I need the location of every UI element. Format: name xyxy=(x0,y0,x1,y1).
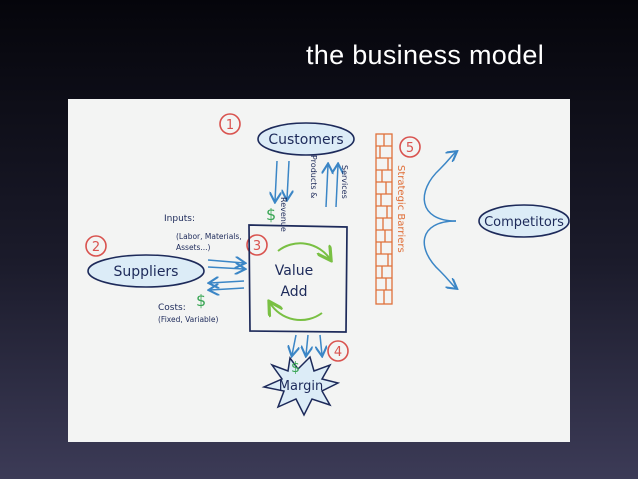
margin-starburst: $ Margin xyxy=(261,355,341,417)
margin-dollar: $ xyxy=(291,360,300,376)
marker-2: 2 xyxy=(85,235,107,257)
diagram-sheet: 1 Customers Revenue Products & Services … xyxy=(68,99,570,442)
marker-4: 4 xyxy=(327,340,349,362)
competitors-node: Competitors xyxy=(478,204,570,238)
svg-text:5: 5 xyxy=(406,141,414,156)
products-services-arrow: Products & Services xyxy=(309,155,349,208)
svg-text:Suppliers: Suppliers xyxy=(114,264,179,280)
svg-text:4: 4 xyxy=(334,345,342,360)
svg-text:3: 3 xyxy=(253,239,261,254)
suppliers-node: Suppliers xyxy=(87,254,205,288)
svg-text:1: 1 xyxy=(226,118,234,133)
costs-label: Costs: xyxy=(158,303,186,313)
marker-5: 5 xyxy=(399,136,421,158)
competitor-arrows xyxy=(423,152,456,288)
marker-1: 1 xyxy=(219,113,241,135)
business-model-diagram: 1 Customers Revenue Products & Services … xyxy=(85,113,570,417)
customers-node: Customers xyxy=(257,122,355,156)
inputs-label: Inputs: xyxy=(164,214,195,224)
inputs-detail-line2: Assets...) xyxy=(176,243,211,252)
slide-title: the business model xyxy=(306,40,545,70)
value-add-line2: Add xyxy=(280,284,307,300)
margin-arrows xyxy=(292,334,322,355)
costs-dollar: $ xyxy=(196,291,206,310)
costs-detail: (Fixed, Variable) xyxy=(158,315,218,324)
svg-text:Products &: Products & xyxy=(309,155,318,198)
margin-label: Margin xyxy=(279,379,323,394)
svg-text:Competitors: Competitors xyxy=(484,215,564,230)
revenue-arrow: Revenue xyxy=(275,160,289,232)
strategic-barriers-label: Strategic Barriers xyxy=(395,165,406,253)
svg-text:Services: Services xyxy=(340,165,349,199)
revenue-dollar: $ xyxy=(266,205,276,224)
svg-text:Customers: Customers xyxy=(268,132,343,148)
value-add-line1: Value xyxy=(275,263,313,279)
svg-text:Revenue: Revenue xyxy=(279,197,288,232)
marker-3: 3 xyxy=(246,234,268,256)
inputs-detail-line1: (Labor, Materials, xyxy=(176,232,242,241)
strategic-barriers-wall xyxy=(375,133,393,305)
supplier-flow-arrows xyxy=(208,260,244,290)
svg-text:2: 2 xyxy=(92,240,100,255)
value-add-box: Value Add xyxy=(248,224,348,333)
